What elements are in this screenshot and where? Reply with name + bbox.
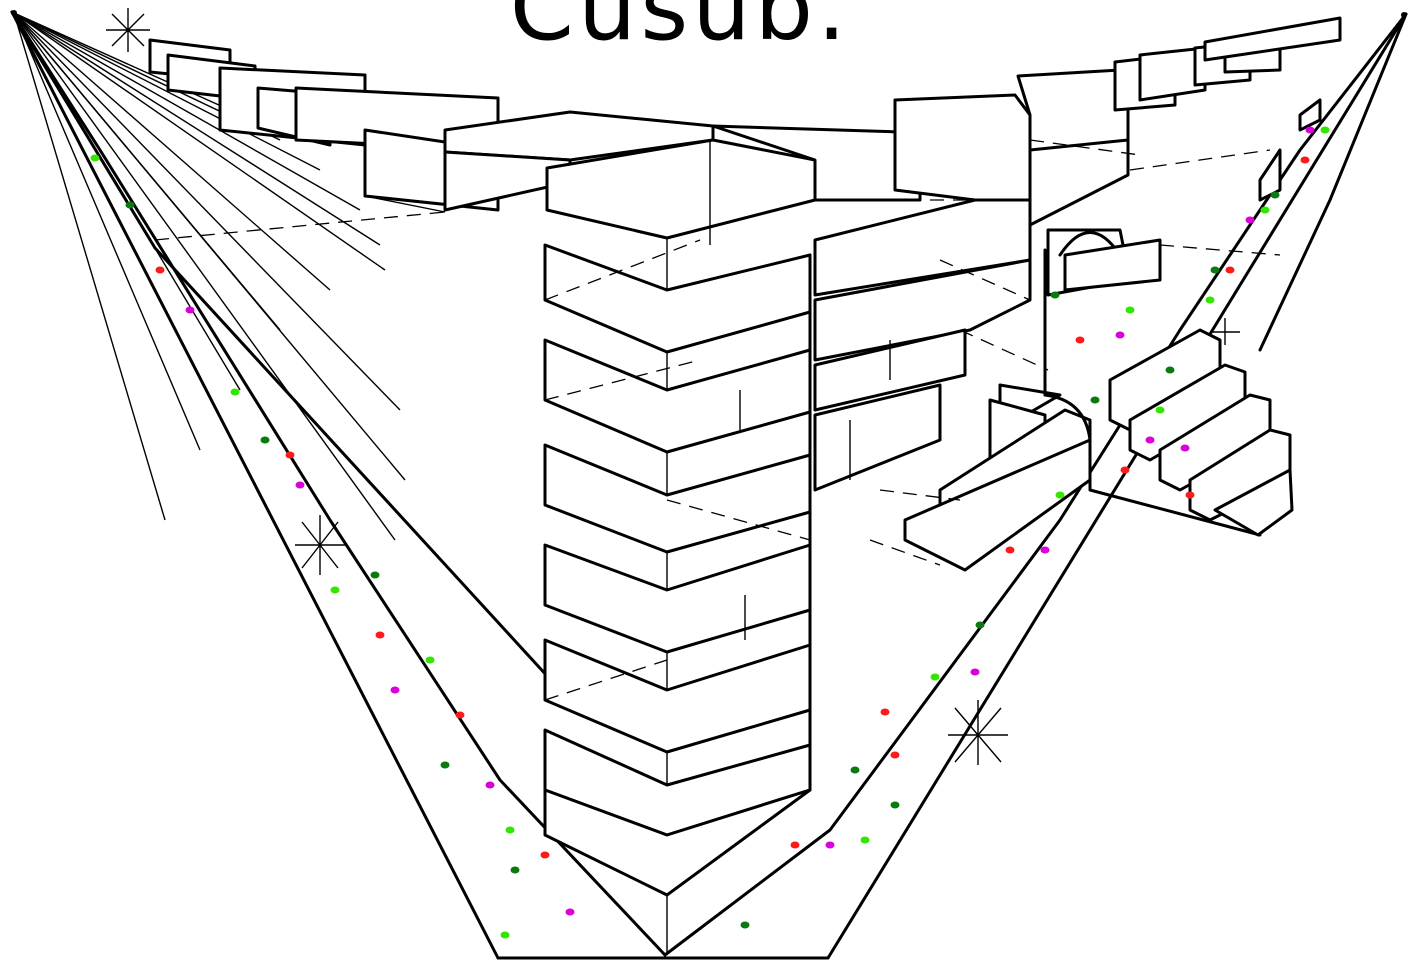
confetti-dot xyxy=(860,836,870,844)
confetti-dot xyxy=(90,154,100,162)
confetti-dot xyxy=(455,711,465,719)
perspective-ray xyxy=(13,12,406,481)
perspective-ray xyxy=(13,12,166,521)
rooftop-row-left xyxy=(148,38,715,213)
confetti-dot xyxy=(1270,191,1280,199)
perspective-ray xyxy=(13,12,241,391)
sparkle-icon xyxy=(295,515,345,575)
confetti-dot xyxy=(185,306,195,314)
confetti-dot xyxy=(1165,366,1175,374)
sparkle-icon xyxy=(1210,318,1240,345)
perspective-ray xyxy=(13,12,361,211)
construction-lines xyxy=(154,139,1281,701)
confetti-dot xyxy=(330,586,340,594)
confetti-dot xyxy=(1305,126,1315,134)
confetti-dot xyxy=(1185,491,1195,499)
confetti-dot xyxy=(375,631,385,639)
confetti-dot xyxy=(1180,444,1190,452)
confetti-dot xyxy=(1055,491,1065,499)
confetti-dot xyxy=(440,761,450,769)
confetti-dot xyxy=(500,931,510,939)
confetti-dot xyxy=(975,621,985,629)
confetti-dot xyxy=(740,921,750,929)
confetti-dot xyxy=(890,801,900,809)
confetti-dot xyxy=(370,571,380,579)
confetti-dot xyxy=(1125,306,1135,314)
confetti-dot xyxy=(505,826,515,834)
confetti-dot xyxy=(485,781,495,789)
perspective-ray xyxy=(13,12,386,271)
confetti-dot xyxy=(390,686,400,694)
perspective-ray xyxy=(13,12,396,541)
sparkle-icon xyxy=(948,700,1008,765)
confetti-dot xyxy=(880,708,890,716)
confetti-dot xyxy=(125,201,135,209)
confetti-dot xyxy=(285,451,295,459)
confetti-dot xyxy=(850,766,860,774)
confetti-dot xyxy=(260,436,270,444)
central-tower xyxy=(543,124,922,955)
drawing-title: Cusub. xyxy=(509,0,851,61)
confetti-dot xyxy=(1260,206,1270,214)
confetti-dot xyxy=(1245,216,1255,224)
perspective-ray xyxy=(13,12,321,171)
confetti-dots xyxy=(90,126,1330,939)
confetti-dot xyxy=(295,481,305,489)
confetti-dot xyxy=(1225,266,1235,274)
perspective-ray xyxy=(13,12,331,291)
confetti-dot xyxy=(1320,126,1330,134)
confetti-dot xyxy=(970,668,980,676)
confetti-dot xyxy=(1210,266,1220,274)
confetti-dot xyxy=(890,751,900,759)
lower-right-blocks xyxy=(903,248,1262,572)
confetti-dot xyxy=(825,841,835,849)
confetti-dot xyxy=(510,866,520,874)
perspective-ray xyxy=(13,12,401,411)
perspective-ray xyxy=(13,12,201,451)
perspective-ray xyxy=(13,12,381,246)
confetti-dot xyxy=(1145,436,1155,444)
confetti-dot xyxy=(425,656,435,664)
confetti-dot xyxy=(1090,396,1100,404)
confetti-dot xyxy=(930,673,940,681)
confetti-dot xyxy=(1075,336,1085,344)
confetti-dot xyxy=(565,908,575,916)
rooftop-row-right xyxy=(1113,16,1342,202)
confetti-dot xyxy=(155,266,165,274)
confetti-dot xyxy=(1120,466,1130,474)
confetti-dot xyxy=(1300,156,1310,164)
confetti-dot xyxy=(790,841,800,849)
confetti-dot xyxy=(540,851,550,859)
confetti-dot xyxy=(1005,546,1015,554)
confetti-dot xyxy=(1155,406,1165,414)
confetti-dot xyxy=(1115,331,1125,339)
confetti-dot xyxy=(230,388,240,396)
confetti-dot xyxy=(1050,291,1060,299)
staircase xyxy=(1108,328,1294,537)
vanishing-point-marker xyxy=(11,10,1407,18)
confetti-dot xyxy=(1205,296,1215,304)
sparkle-icon xyxy=(106,8,150,52)
confetti-dot xyxy=(1040,546,1050,554)
